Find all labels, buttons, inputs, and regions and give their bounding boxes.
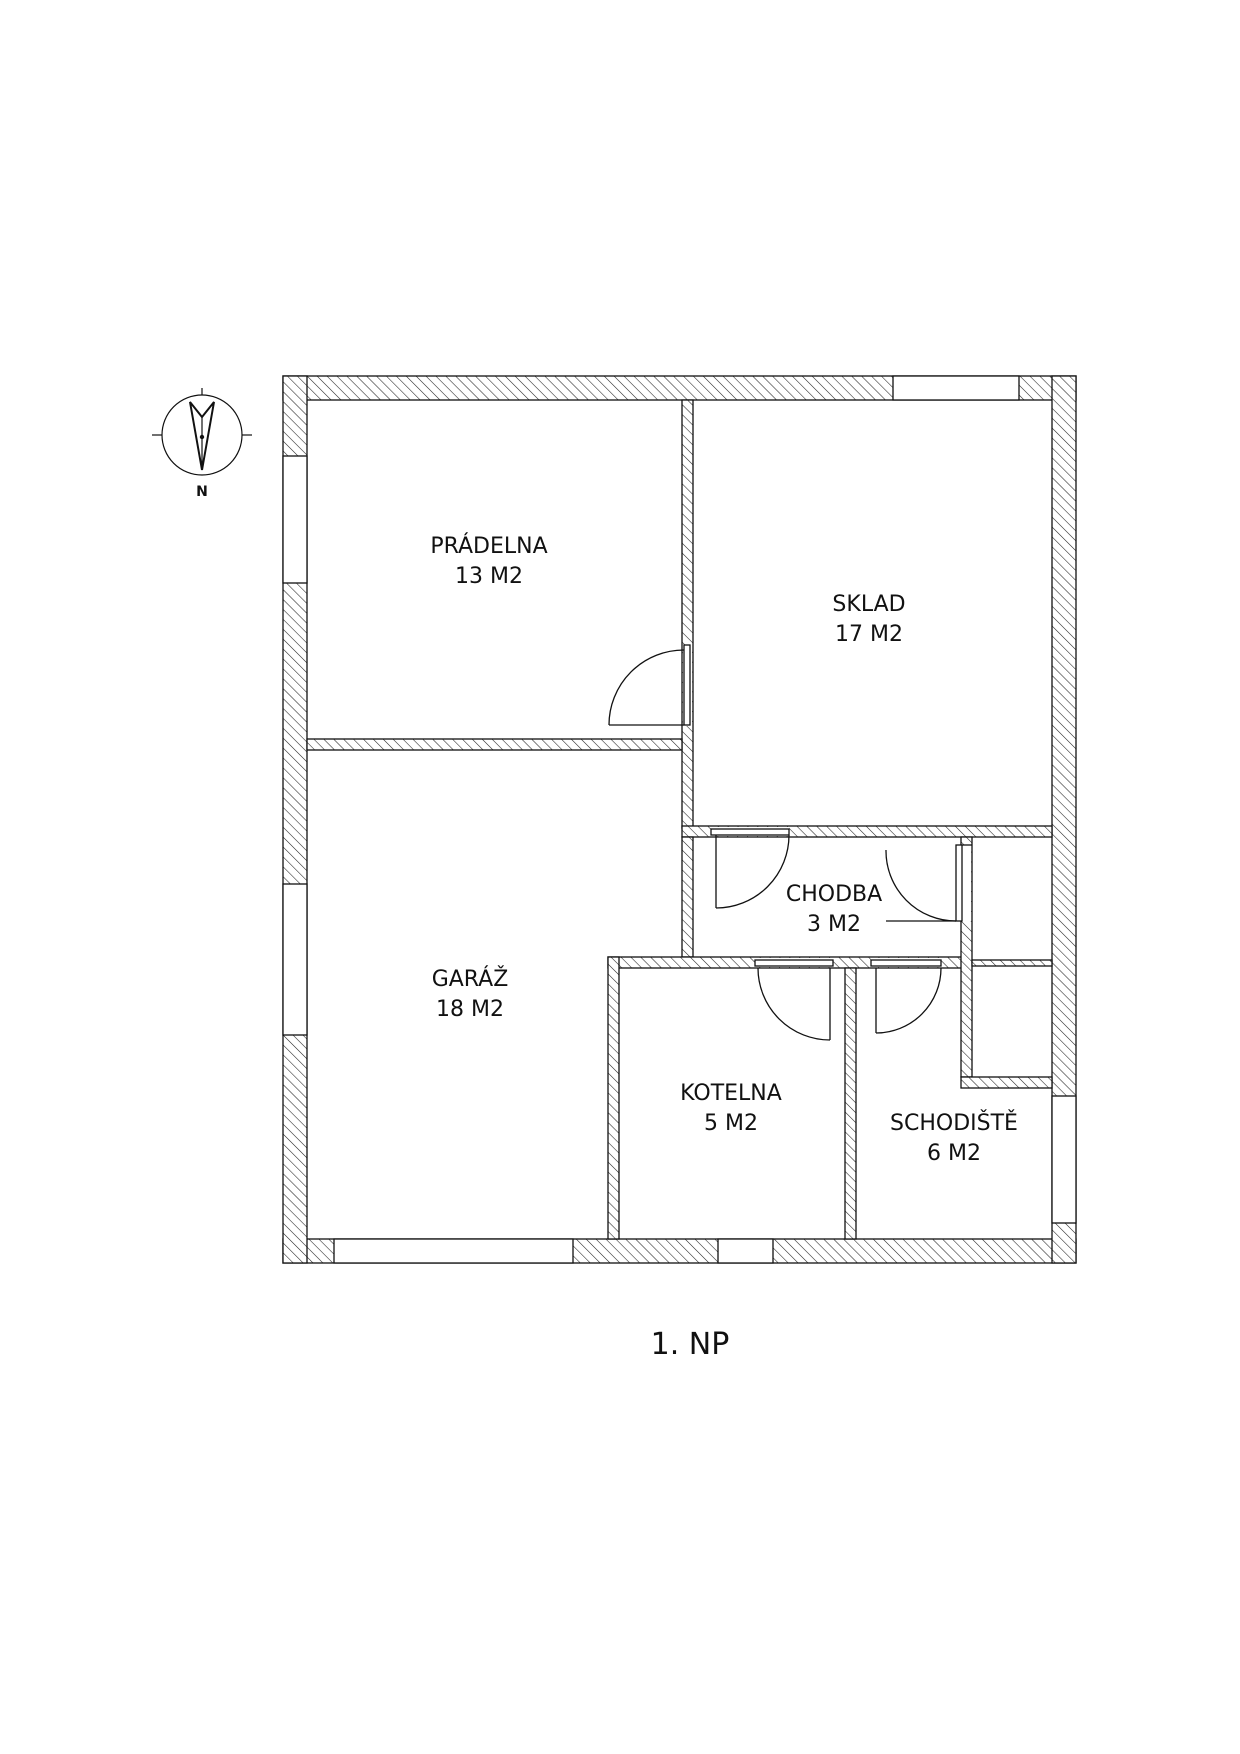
wall-kotelna-schodiste (844, 967, 857, 1240)
wall-pradelna-garaz (306, 738, 683, 751)
window-top-sklad (892, 375, 1020, 401)
door-schodiste (870, 959, 942, 1034)
floor-title: 1. NP (651, 1327, 730, 1362)
opening-shaft (962, 845, 971, 921)
compass (152, 388, 252, 476)
room-name-schodiste: SCHODIŠTĚ (890, 1110, 1018, 1136)
door-chodba-shaft (885, 844, 972, 922)
door-kotelna (754, 959, 834, 1041)
room-name-sklad: SKLAD (832, 592, 905, 617)
room-area-pradelna: 13 M2 (455, 564, 523, 589)
wall-pradelna-sklad (681, 399, 694, 829)
wall-garaz-chodba (681, 836, 694, 958)
window-right-schodiste (1051, 1095, 1077, 1224)
doors (608, 644, 972, 1041)
room-name-pradelna: PRÁDELNA (430, 533, 547, 559)
windows (282, 375, 1077, 1264)
room-name-chodba: CHODBA (786, 882, 882, 907)
door-chodba-sklad (710, 828, 790, 909)
room-name-kotelna: KOTELNA (680, 1081, 782, 1106)
window-bottom-kotelna (717, 1238, 774, 1264)
door-pradelna (608, 644, 691, 726)
window-left-pradelna (282, 455, 308, 584)
wall-garaz-kotelna (607, 956, 620, 1240)
room-area-garaz: 18 M2 (436, 997, 504, 1022)
wall-shaft-divider (971, 959, 1053, 967)
wall-sklad-chodba (681, 825, 1053, 838)
room-area-kotelna: 5 M2 (704, 1111, 758, 1136)
wall-shaft-bottom (960, 1076, 1053, 1089)
room-name-garaz: GARÁŽ (432, 966, 509, 992)
room-area-schodiste: 6 M2 (927, 1141, 981, 1166)
compass-north-label: N (196, 484, 208, 500)
room-labels: PRÁDELNA 13 M2 SKLAD 17 M2 CHODBA 3 M2 G… (430, 533, 1018, 1166)
room-area-chodba: 3 M2 (807, 912, 861, 937)
window-bottom-garaz (333, 1238, 574, 1264)
window-left-garaz (282, 883, 308, 1036)
room-area-sklad: 17 M2 (835, 622, 903, 647)
